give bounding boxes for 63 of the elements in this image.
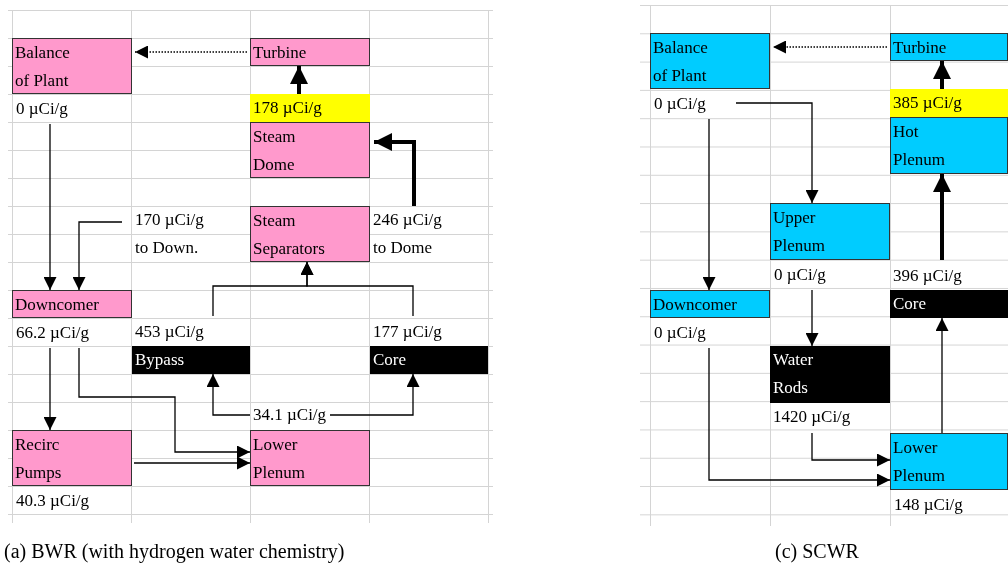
arrow [933, 174, 951, 260]
box-label: Bypass [135, 349, 186, 371]
box-label: Steam Dome [253, 126, 297, 176]
box-label: Turbine [253, 42, 308, 64]
value-label: 0 µCi/g [654, 322, 706, 344]
dotted-arrow [772, 40, 888, 54]
caption: (c) SCWR [775, 540, 859, 563]
box-label: Core [373, 349, 408, 371]
value-label: 396 µCi/g [893, 265, 962, 287]
dotted-arrow [134, 45, 248, 59]
highlighted-value-box [890, 89, 1008, 117]
component-box [250, 430, 370, 486]
arrow [935, 317, 949, 434]
component-box [250, 122, 370, 178]
value-label: 1420 µCi/g [773, 406, 851, 428]
box-label: Core [893, 293, 928, 315]
arrow [133, 456, 251, 470]
arrow [708, 347, 891, 487]
box-label: Lower Plenum [253, 434, 306, 484]
box-label: Water Rods [773, 349, 815, 399]
value-label: 0 µCi/g [16, 98, 68, 120]
arrow [735, 102, 819, 204]
box-label: Recirc Pumps [15, 434, 63, 484]
value-label: 170 µCi/g to Down. [135, 209, 205, 259]
box-label: Hot Plenum [893, 121, 946, 171]
value-label: 66.2 µCi/g [16, 322, 90, 344]
value-label: 148 µCi/g [894, 494, 963, 516]
component-box [250, 206, 370, 262]
value-label: 453 µCi/g [135, 321, 204, 343]
arrow [811, 432, 891, 467]
value-label: 246 µCi/g to Dome [373, 209, 443, 259]
arrow [300, 261, 414, 317]
box-label: Steam Separators [253, 210, 326, 260]
arrow [933, 61, 951, 89]
arrow [374, 133, 416, 206]
value-label: 178 µCi/g [253, 97, 323, 119]
arrow [43, 123, 57, 291]
value-label: 0 µCi/g [774, 264, 826, 286]
arrow [329, 373, 420, 416]
arrow [72, 221, 123, 291]
value-label: 177 µCi/g [373, 321, 442, 343]
arrow [43, 347, 57, 431]
arrow [290, 66, 308, 94]
arrow [805, 289, 819, 347]
value-label: 40.3 µCi/g [16, 490, 90, 512]
box-label: Balance of Plant [653, 37, 709, 87]
value-label: 385 µCi/g [893, 92, 963, 114]
box-label: Downcomer [653, 294, 739, 316]
arrow [206, 373, 251, 416]
caption: (a) BWR (with hydrogen water chemistry) [4, 540, 345, 563]
value-label: 0 µCi/g [654, 93, 706, 115]
component-box [890, 33, 1008, 61]
arrow [702, 118, 716, 291]
highlighted-value-box [250, 94, 370, 122]
box-label: Balance of Plant [15, 42, 71, 92]
box-label: Upper Plenum [773, 207, 826, 257]
box-label: Downcomer [15, 294, 101, 316]
arrow [78, 347, 251, 459]
value-label: 34.1 µCi/g [253, 404, 328, 426]
box-label: Lower Plenum [893, 437, 946, 487]
box-label: Turbine [893, 37, 948, 59]
component-box [890, 117, 1008, 174]
component-box [250, 38, 370, 66]
